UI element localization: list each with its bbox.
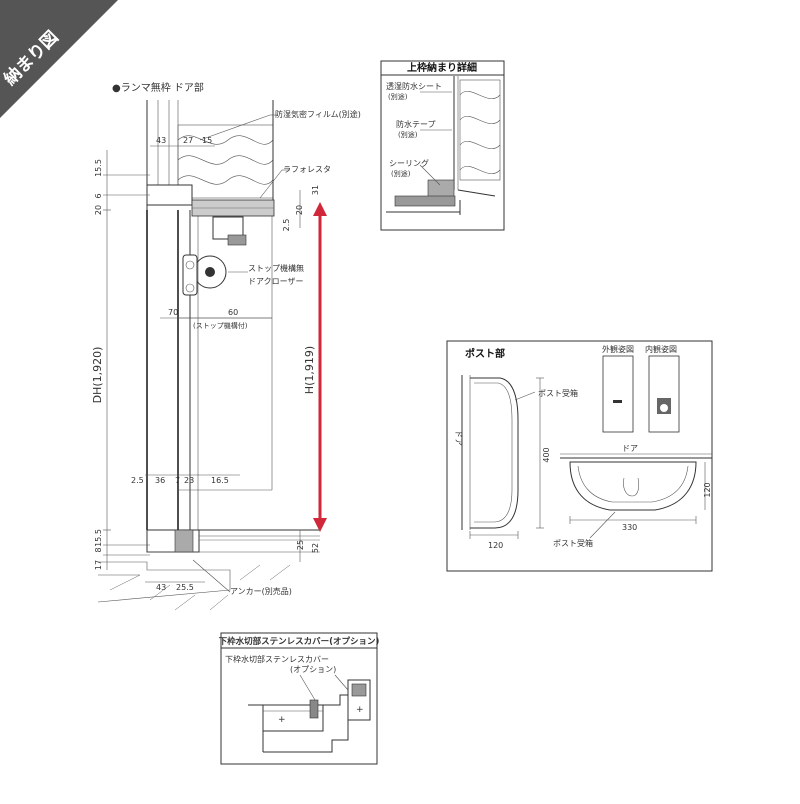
post-receiver-bottom-label: ポスト受箱 [553,538,593,548]
dim-7: 7 [175,476,180,485]
post-exterior-label: 外観姿図 [602,344,634,354]
main-section-title: ●ランマ無枠 ドア部 [112,81,204,94]
detail-top-sealing-note: (別途) [391,169,411,178]
detail-bottom-title: 下枠水切部ステンレスカバー(オプション) [219,636,380,647]
dim-15-5-bot: 15.5 [94,529,103,547]
post-door-label-v: ドア [454,430,463,446]
dim-15-top: 15 [202,136,212,145]
dim-2-5-right: 2.5 [282,219,291,232]
dim-20-right: 20 [295,205,304,215]
detail-top-sheet: 透湿防水シート [386,81,442,91]
main-section: ●ランマ無枠 ドア部 [91,81,361,611]
dim-27: 27 [183,136,193,145]
dim-16-5: 16.5 [211,476,229,485]
dim-15-5-top: 15.5 [94,159,103,177]
post-dim-120-left: 120 [488,541,503,550]
dim-23: 23 [184,476,194,485]
post-receiver-label: ポスト受箱 [538,388,578,398]
dim-25: 25 [296,540,305,550]
detail-bottom: 下枠水切部ステンレスカバー(オプション) 下枠水切部ステンレスカバー (オプショ… [219,632,380,765]
post-interior-label: 内観姿図 [645,344,677,354]
label-stop: ストップ機構無 [248,263,304,273]
post-dim-330: 330 [622,523,637,532]
dim-31: 31 [311,185,320,195]
dim-2-5: 2.5 [131,476,144,485]
detail-top-tape: 防水テープ [396,119,436,129]
post-dim-120-right: 120 [703,482,712,497]
post-door-label: ドア [622,444,638,453]
dim-20-left: 20 [94,205,103,215]
post-panel: ポスト部 外観姿図 内観姿図 ドア ポスト受箱 400 120 ドア [446,340,713,572]
label-lath: ラフォレスタ [283,165,331,174]
dim-6: 6 [94,193,103,198]
post-dim-400: 400 [542,447,551,462]
dim-43-bot: 43 [156,583,166,592]
detail-top-sealing: シーリング [389,158,429,168]
detail-top: 上枠納まり詳細 透湿防水シート (別途) 防水テープ (別途) シーリング (別… [380,60,505,231]
dim-43-top: 43 [156,136,166,145]
label-stop-note: (ストップ機構付) [193,321,248,330]
dim-8: 8 [94,547,103,552]
post-panel-title: ポスト部 [465,347,505,360]
corner-badge: 納まり図 [0,0,118,118]
dim-70: 70 [168,308,178,317]
label-closer: ドアクローザー [248,277,303,286]
label-film: 防湿気密フィルム(別途) [275,109,361,119]
detail-top-title: 上枠納まり詳細 [407,61,477,74]
detail-top-tape-note: (別途) [398,130,418,139]
svg-text:+: + [356,705,364,715]
dim-17: 17 [94,560,103,570]
label-h: H(1,919) [303,346,316,394]
detail-bottom-label1: 下枠水切部ステンレスカバー [225,654,329,664]
dim-36: 36 [155,476,165,485]
dim-60: 60 [228,308,238,317]
dim-52: 52 [311,543,320,553]
detail-bottom-label2: (オプション) [290,665,336,674]
svg-text:+: + [278,715,286,725]
label-anchor: アンカー(別売品) [230,586,292,596]
dim-25-5: 25.5 [176,583,194,592]
label-dh: DH(1,920) [91,347,104,404]
detail-top-sheet-note: (別途) [388,92,408,101]
